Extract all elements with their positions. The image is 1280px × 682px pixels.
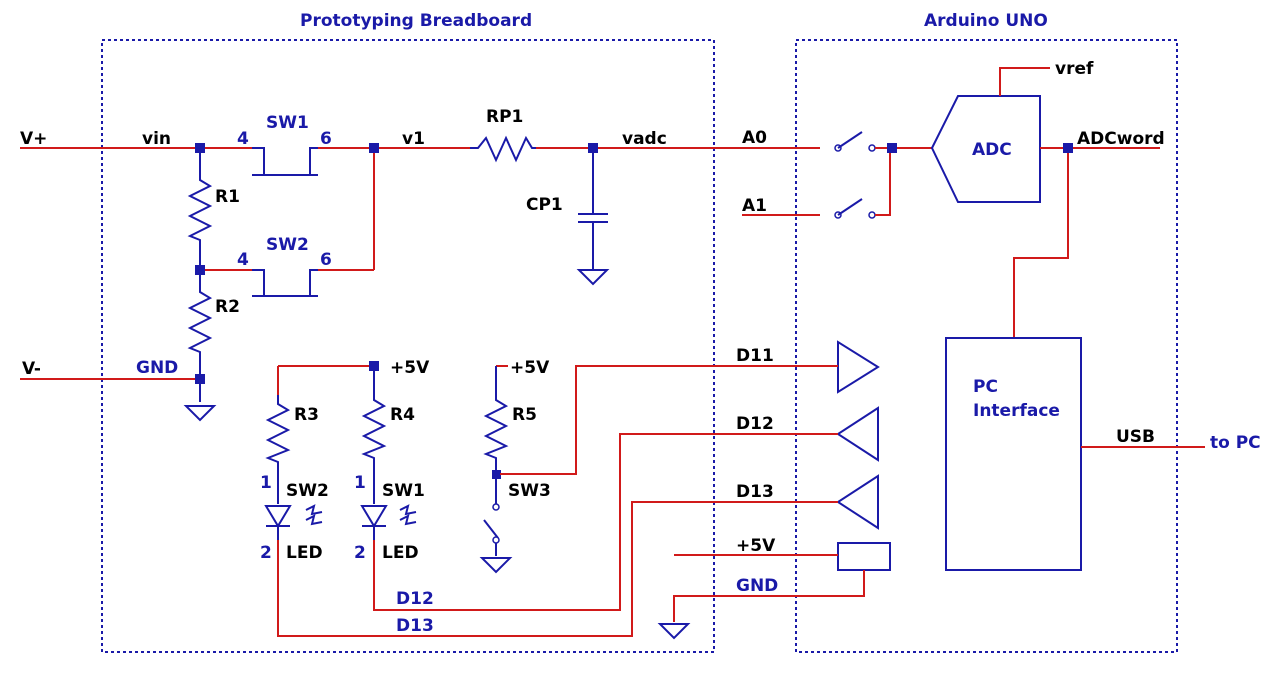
input-wires — [20, 147, 820, 380]
net-d12-bottom: D12 — [396, 589, 434, 609]
led-sw2-label: SW2 — [286, 481, 329, 501]
net-to-pc: to PC — [1210, 433, 1261, 453]
mux-wires — [875, 147, 932, 216]
junction-adcword — [1063, 143, 1073, 153]
sw3-label: SW3 — [508, 481, 551, 501]
sw1-pin-4: 4 — [237, 129, 249, 149]
pc-interface-block — [945, 337, 1082, 571]
net-vref: vref — [1055, 59, 1094, 79]
sw1-pin-6: 6 — [320, 129, 332, 149]
r4-label: R4 — [390, 405, 415, 425]
net-d12-top: D12 — [736, 414, 774, 434]
cp1-label: CP1 — [526, 195, 563, 215]
net-usb: USB — [1116, 427, 1155, 447]
power-connector — [837, 542, 891, 571]
arduino-title: Arduino UNO — [924, 11, 1048, 31]
r3-resistor — [265, 395, 291, 504]
led-sw1-label: SW1 — [382, 481, 425, 501]
vref-wire — [999, 67, 1050, 96]
net-a0: A0 — [742, 128, 767, 148]
net-vadc: vadc — [622, 129, 667, 149]
arduino-box — [795, 39, 1178, 653]
net-plus5v-right: +5V — [736, 536, 776, 556]
r1-label: R1 — [215, 187, 240, 207]
r5-label: R5 — [512, 405, 537, 425]
rp1-label: RP1 — [486, 107, 523, 127]
junction-vin — [195, 143, 205, 153]
net-plus5v-r4: +5V — [390, 358, 430, 378]
net-adcword: ADCword — [1077, 129, 1165, 149]
d11-wire — [500, 365, 838, 475]
net-d11: D11 — [736, 346, 774, 366]
rp1-resistor — [470, 135, 536, 163]
sw1-label: SW1 — [266, 113, 309, 133]
d13-wire — [277, 501, 838, 637]
junction-mux — [887, 143, 897, 153]
junction-v1 — [369, 143, 379, 153]
mux-switch-a0 — [834, 131, 876, 152]
sw2-pin-6: 6 — [320, 250, 332, 270]
led2-label: LED — [382, 543, 419, 563]
r1-resistor — [187, 148, 213, 270]
net-a1: A1 — [742, 196, 767, 216]
led-sw2-diode — [264, 504, 323, 540]
r5-resistor — [483, 366, 509, 504]
d12-wire — [373, 433, 838, 611]
net-d13-top: D13 — [736, 482, 774, 502]
plus5v-led-rail — [277, 365, 374, 395]
d12-buffer — [836, 406, 879, 462]
led2-pin-2: 2 — [354, 543, 366, 563]
r2-resistor — [187, 270, 213, 402]
sw3-switch — [479, 503, 513, 574]
net-d13-bottom: D13 — [396, 616, 434, 636]
r4-resistor — [361, 366, 387, 504]
net-vminus: V- — [22, 359, 41, 379]
junction-vadc — [588, 143, 598, 153]
sw1-switch — [252, 147, 318, 176]
led-sw1-diode — [360, 504, 417, 540]
junction-r5 — [492, 470, 501, 479]
net-gnd-left: GND — [136, 358, 178, 378]
led1-pin-1: 1 — [260, 473, 272, 493]
pc-interface-line1: PC — [973, 377, 998, 397]
adcword-wire — [1013, 147, 1160, 338]
breadboard-title: Prototyping Breadboard — [300, 11, 532, 31]
led1-label: LED — [286, 543, 323, 563]
mux-switch-a1 — [834, 198, 876, 219]
pc-interface-line2: Interface — [973, 401, 1060, 421]
sw2-label: SW2 — [266, 235, 309, 255]
net-vin: vin — [142, 129, 171, 149]
ground-symbol-right — [657, 623, 691, 640]
led2-pin-1: 1 — [354, 473, 366, 493]
d13-buffer — [836, 474, 879, 530]
sw2-pin-4: 4 — [237, 250, 249, 270]
adc-label: ADC — [972, 140, 1012, 160]
net-plus5v-r5: +5V — [510, 358, 550, 378]
d11-buffer — [837, 340, 880, 394]
ground-symbol-left — [183, 405, 217, 422]
r3-label: R3 — [294, 405, 319, 425]
gnd-right-wire — [673, 570, 865, 622]
cp1-capacitor — [576, 148, 610, 286]
sw2-switch — [252, 269, 318, 297]
net-v1: v1 — [402, 129, 425, 149]
breadboard-box — [101, 39, 715, 653]
net-gnd-right: GND — [736, 576, 778, 596]
net-vplus: V+ — [20, 129, 47, 149]
led1-pin-2: 2 — [260, 543, 272, 563]
junction-gnd — [195, 374, 205, 384]
r2-label: R2 — [215, 297, 240, 317]
junction-r1-r2 — [195, 265, 205, 275]
